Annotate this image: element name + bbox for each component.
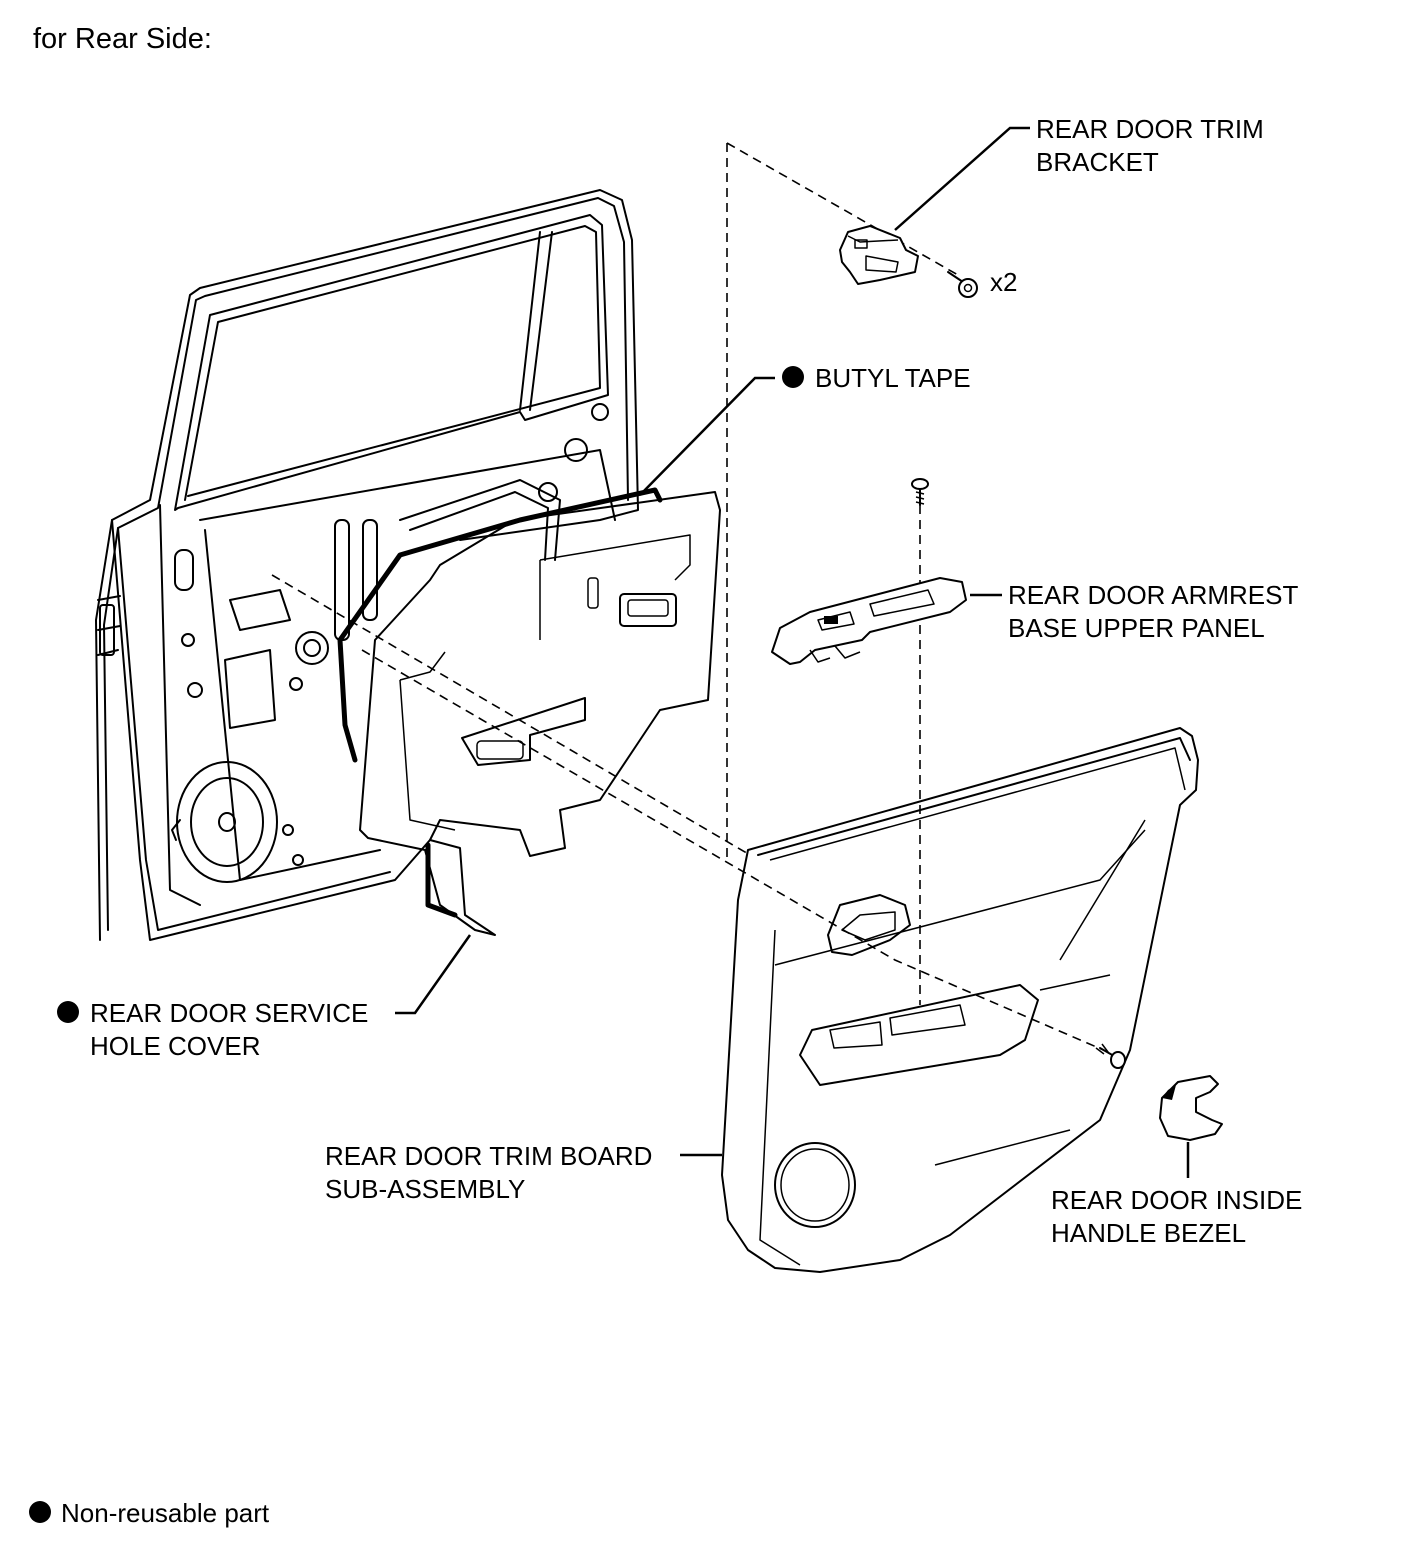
diagram-title: for Rear Side: <box>33 23 212 55</box>
label-handle-bezel: REAR DOOR INSIDE HANDLE BEZEL <box>1051 1185 1302 1248</box>
svg-text:REAR DOOR ARMREST: REAR DOOR ARMREST <box>1008 580 1298 610</box>
svg-text:BRACKET: BRACKET <box>1036 147 1159 177</box>
svg-text:HOLE COVER: HOLE COVER <box>90 1031 261 1061</box>
rear-door-trim-board-sub-assembly <box>721 727 1199 1273</box>
non-reusable-marker-icon <box>57 1001 79 1023</box>
label-butyl-tape: BUTYL TAPE <box>782 363 971 393</box>
handle-screw-icon <box>1095 1043 1126 1069</box>
svg-text:SUB-ASSEMBLY: SUB-ASSEMBLY <box>325 1174 525 1204</box>
label-service-hole-cover: REAR DOOR SERVICE HOLE COVER <box>57 998 368 1061</box>
rear-door-inside-handle-bezel <box>1159 1075 1223 1141</box>
svg-text:HANDLE BEZEL: HANDLE BEZEL <box>1051 1218 1246 1248</box>
svg-text:REAR DOOR TRIM: REAR DOOR TRIM <box>1036 114 1264 144</box>
leader-lines <box>395 126 1190 1178</box>
label-quantity: x2 <box>990 267 1017 297</box>
label-trim-board: REAR DOOR TRIM BOARD SUB-ASSEMBLY <box>325 1141 652 1204</box>
label-armrest-panel: REAR DOOR ARMREST BASE UPPER PANEL <box>1008 580 1298 643</box>
armrest-screw-icon <box>911 478 929 506</box>
svg-text:REAR DOOR INSIDE: REAR DOOR INSIDE <box>1051 1185 1302 1215</box>
svg-text:REAR DOOR TRIM BOARD: REAR DOOR TRIM BOARD <box>325 1141 652 1171</box>
non-reusable-marker-icon <box>29 1501 51 1523</box>
svg-text:BASE UPPER PANEL: BASE UPPER PANEL <box>1008 613 1265 643</box>
svg-text:REAR DOOR SERVICE: REAR DOOR SERVICE <box>90 998 368 1028</box>
svg-text:BUTYL TAPE: BUTYL TAPE <box>815 363 971 393</box>
rear-door-frame <box>95 189 639 941</box>
legend: Non-reusable part <box>29 1498 270 1528</box>
label-trim-bracket: REAR DOOR TRIM BRACKET <box>1036 114 1264 177</box>
rear-door-armrest-base-upper-panel <box>771 577 967 665</box>
legend-text: Non-reusable part <box>61 1498 270 1528</box>
rear-door-trim-bracket <box>839 225 919 285</box>
bracket-screw-icon <box>947 271 978 298</box>
rear-door-service-hole-cover <box>337 487 721 936</box>
assembly-guide-lines <box>271 142 1116 1056</box>
non-reusable-marker-icon <box>782 366 804 388</box>
